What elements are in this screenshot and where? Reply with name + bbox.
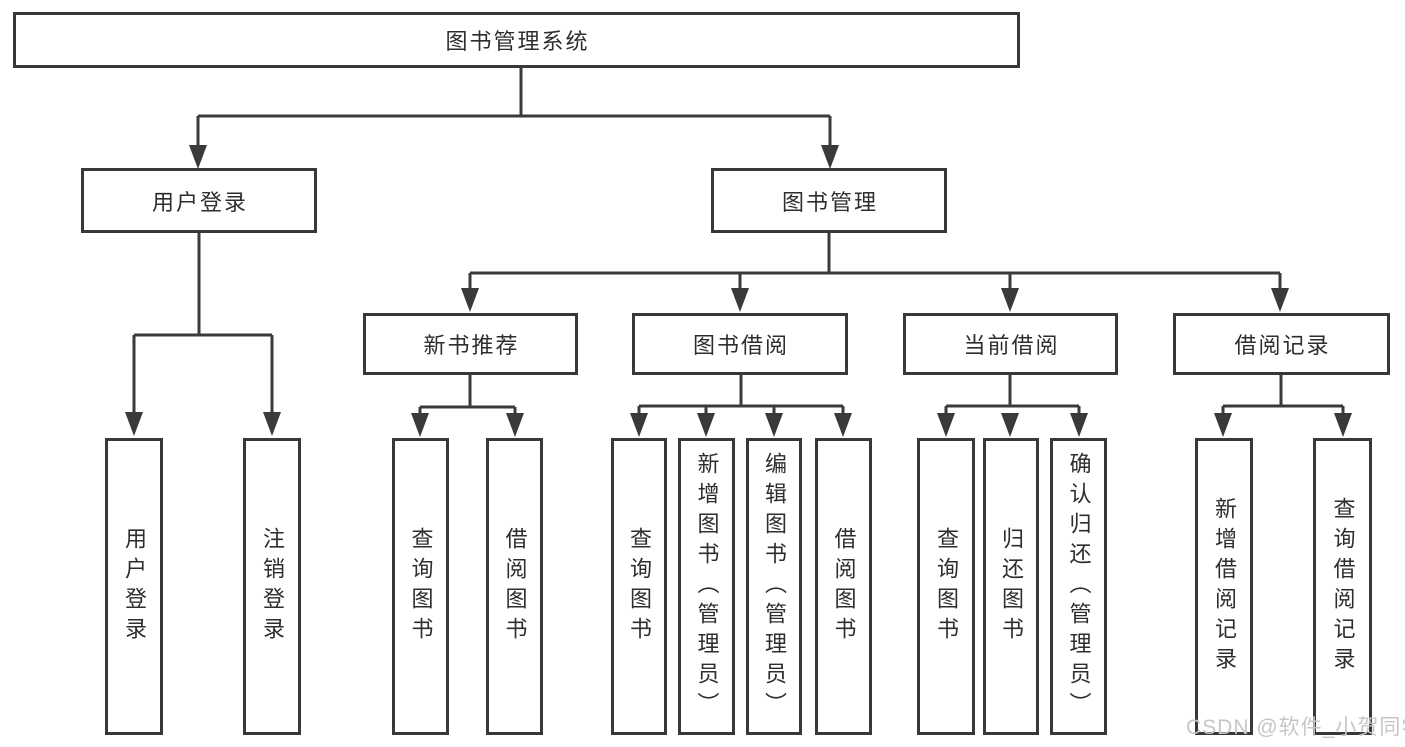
- node-label: 注销登录: [260, 526, 285, 647]
- arrowhead-new-book-recommend: [461, 288, 479, 312]
- node-leaf-logout: 注销登录: [243, 438, 301, 735]
- connector-new-book-recommend-children: [418, 375, 517, 414]
- node-label: 新增借阅记录: [1212, 496, 1237, 677]
- node-new-book-recommend: 新书推荐: [363, 313, 578, 375]
- node-book-borrowing: 图书借阅: [632, 313, 848, 375]
- node-label: 查询借阅记录: [1330, 496, 1356, 677]
- arrowhead-borrow-books-bor: [834, 413, 852, 437]
- arrowhead-confirm-return-admin: [1070, 413, 1088, 437]
- arrowhead-return-books: [1001, 413, 1019, 437]
- node-leaf-user-login: 用户登录: [105, 438, 163, 735]
- node-leaf-borrow-books-borrowing: 借阅图书: [815, 438, 872, 735]
- arrowhead-edit-books-admin: [765, 413, 783, 437]
- node-leaf-add-borrow-record: 新增借阅记录: [1195, 438, 1253, 735]
- connector-current-borrowing-children: [944, 375, 1081, 414]
- node-label: 用户登录: [122, 526, 147, 647]
- node-label: 查询图书: [408, 526, 434, 647]
- node-label: 借阅图书: [831, 526, 857, 647]
- node-library-management-system: 图书管理系统: [13, 12, 1020, 68]
- node-leaf-borrow-books-recommend: 借阅图书: [486, 438, 543, 735]
- arrowhead-query-books-rec: [411, 413, 429, 437]
- node-leaf-return-books: 归还图书: [983, 438, 1039, 735]
- node-leaf-query-books-recommend: 查询图书: [392, 438, 449, 735]
- node-label: 用户登录: [151, 189, 248, 215]
- arrowhead-current-borrowing: [1001, 288, 1019, 312]
- node-label: 图书管理: [781, 189, 878, 215]
- node-label: 确认归还（管理员）: [1066, 451, 1092, 722]
- connector-book-management-children: [468, 233, 1282, 290]
- node-book-management: 图书管理: [711, 168, 947, 233]
- node-leaf-add-books-admin: 新增图书（管理员）: [678, 438, 735, 735]
- csdn-watermark: CSDN @软件_小贺同学: [1186, 716, 1405, 739]
- arrowhead-borrowing-records: [1271, 288, 1289, 312]
- node-leaf-query-borrow-record: 查询借阅记录: [1313, 438, 1372, 735]
- arrowhead-add-books-admin: [697, 413, 715, 437]
- node-leaf-edit-books-admin: 编辑图书（管理员）: [746, 438, 802, 735]
- arrowhead-borrow-books-rec: [506, 413, 524, 437]
- connector-root-to-level2: [196, 67, 832, 147]
- node-label: 新书推荐: [423, 333, 520, 358]
- arrowhead-book-management: [821, 145, 839, 169]
- node-label: 图书借阅: [692, 333, 789, 358]
- node-label: 借阅图书: [502, 526, 528, 647]
- node-user-login: 用户登录: [81, 168, 317, 233]
- arrowhead-book-borrowing: [731, 288, 749, 312]
- node-current-borrowing: 当前借阅: [903, 313, 1118, 375]
- node-leaf-confirm-return-admin: 确认归还（管理员）: [1050, 438, 1107, 735]
- arrowhead-user-login: [189, 145, 207, 169]
- node-label: 查询图书: [627, 526, 652, 647]
- connector-book-borrowing-children: [637, 375, 845, 414]
- node-leaf-query-books-borrowing: 查询图书: [611, 438, 667, 735]
- node-label: 新增图书（管理员）: [694, 451, 720, 722]
- node-label: 当前借阅: [963, 333, 1060, 358]
- node-label: 归还图书: [999, 526, 1024, 647]
- arrowhead-query-books-bor: [630, 413, 648, 437]
- connector-user-login-children: [132, 233, 274, 414]
- node-label: 借阅记录: [1234, 333, 1331, 358]
- arrowhead-query-books-cur: [937, 413, 955, 437]
- connector-borrowing-records-children: [1221, 375, 1345, 414]
- node-borrowing-records: 借阅记录: [1173, 313, 1390, 375]
- node-label: 编辑图书（管理员）: [762, 451, 787, 722]
- arrowhead-logout: [263, 412, 281, 436]
- arrowhead-user-login-leaf: [125, 412, 143, 436]
- node-label: 图书管理系统: [445, 29, 590, 54]
- node-label: 查询图书: [934, 526, 959, 647]
- node-leaf-query-books-current: 查询图书: [917, 438, 975, 735]
- arrowhead-add-borrow-record: [1214, 413, 1232, 437]
- arrowhead-query-borrow-record: [1334, 413, 1352, 437]
